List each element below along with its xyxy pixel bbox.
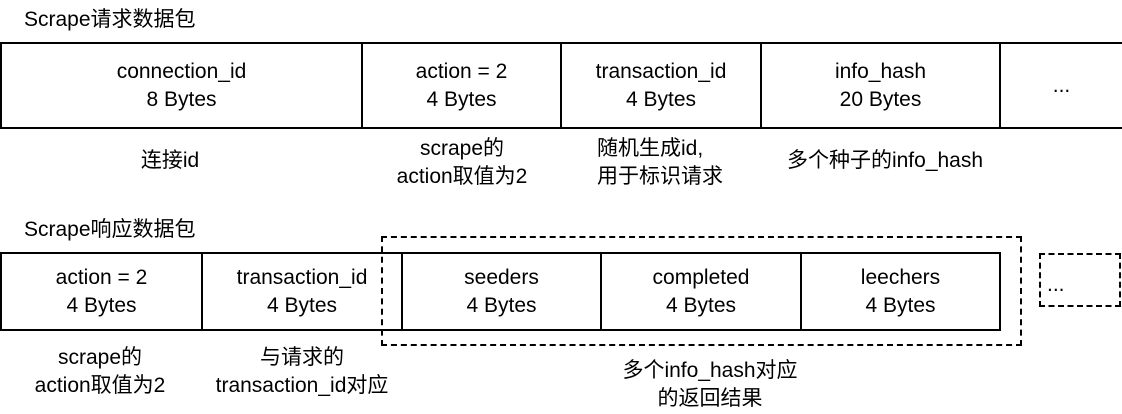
response-field-seeders: seeders 4 Bytes [401,252,602,331]
note-line: 连接id [140,149,200,172]
request-field-transaction-id: transaction_id 4 Bytes [560,42,762,129]
request-field-more: ... [999,42,1122,129]
note-line: 随机生成id, [597,137,704,160]
request-title: Scrape请求数据包 [24,8,196,31]
response-field-completed: completed 4 Bytes [600,252,802,331]
note-line: 的返回结果 [657,387,763,410]
request-field-connection-id: connection_id 8 Bytes [0,42,363,129]
note-line: scrape的 [419,137,505,160]
note-line: 与请求的 [260,346,344,369]
response-note-action: scrape的 action取值为2 [35,344,166,400]
note-line: 多个种子的info_hash [786,149,984,172]
note-line: action取值为2 [396,165,528,188]
field-size: 4 Bytes [865,293,936,317]
field-size: 8 Bytes [146,87,217,111]
field-name: info_hash [834,59,927,83]
field-name: leechers [860,265,941,289]
note-line: transaction_id对应 [215,374,389,397]
repeat-group-border [381,236,1022,346]
field-name: transaction_id [595,59,727,83]
field-size: 4 Bytes [66,293,137,317]
response-more-box: ... [1039,253,1121,307]
field-size: 4 Bytes [466,293,537,317]
response-note-transaction-id: 与请求的 transaction_id对应 [216,344,389,400]
request-note-transaction-id: 随机生成id, 用于标识请求 [597,135,723,191]
more-ellipsis: ... [1047,273,1065,296]
note-line: action取值为2 [34,374,166,397]
response-field-action: action = 2 4 Bytes [0,252,203,331]
note-line: 用于标识请求 [597,165,723,188]
note-line: scrape的 [57,346,143,369]
request-field-action: action = 2 4 Bytes [361,42,562,129]
field-name: seeders [464,265,539,289]
response-title: Scrape响应数据包 [24,218,196,241]
field-size: 4 Bytes [266,293,338,317]
field-name: connection_id [116,59,247,83]
field-name: transaction_id [236,265,368,289]
field-size: 4 Bytes [426,87,497,111]
response-field-transaction-id: transaction_id 4 Bytes [201,252,403,331]
field-size: 20 Bytes [839,87,922,111]
request-note-connection-id: 连接id [141,147,199,175]
field-name: action = 2 [415,59,508,83]
field-name: completed [652,265,750,289]
note-line: 多个info_hash对应 [622,359,798,382]
field-name: ... [1052,73,1071,97]
response-field-leechers: leechers 4 Bytes [800,252,1001,331]
field-name: action = 2 [55,265,148,289]
field-size: 4 Bytes [665,293,737,317]
response-group-note: 多个info_hash对应 的返回结果 [622,357,797,413]
request-field-info-hash: info_hash 20 Bytes [760,42,1001,129]
field-size: 4 Bytes [625,87,697,111]
request-note-action: scrape的 action取值为2 [397,135,528,191]
request-note-info-hash: 多个种子的info_hash [787,147,983,175]
